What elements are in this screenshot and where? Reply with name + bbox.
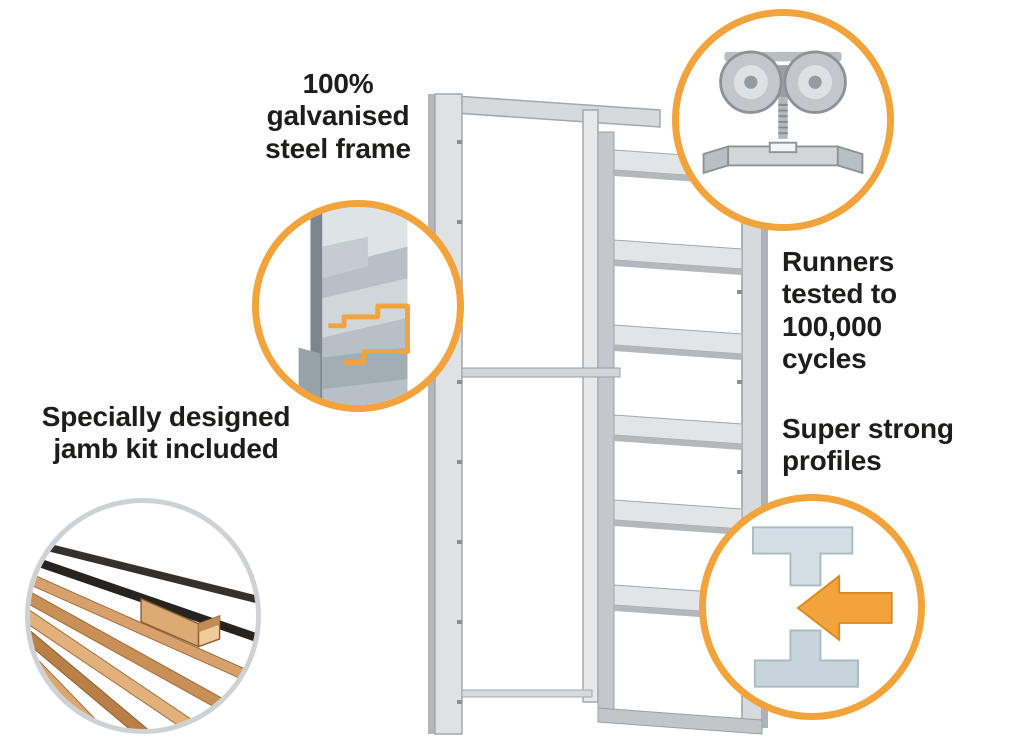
timber-jamb-kit-icon [30, 531, 256, 729]
steel-frame-callout [252, 200, 464, 412]
runners-label: Runners tested to 100,000 cycles [782, 246, 897, 375]
jamb-kit-callout [25, 498, 261, 734]
runner-mechanism-icon [702, 50, 864, 175]
steel-frame-label: 100% galvanised steel frame [265, 68, 411, 164]
runners-callout [672, 9, 894, 231]
steel-profiles-arrow-icon [751, 526, 893, 688]
profiles-callout [699, 494, 925, 720]
profiles-label: Super strong profiles [782, 413, 954, 477]
galvanised-steel-profile-icon [298, 207, 410, 405]
jamb-kit-label: Specially designed jamb kit included [41, 401, 291, 465]
